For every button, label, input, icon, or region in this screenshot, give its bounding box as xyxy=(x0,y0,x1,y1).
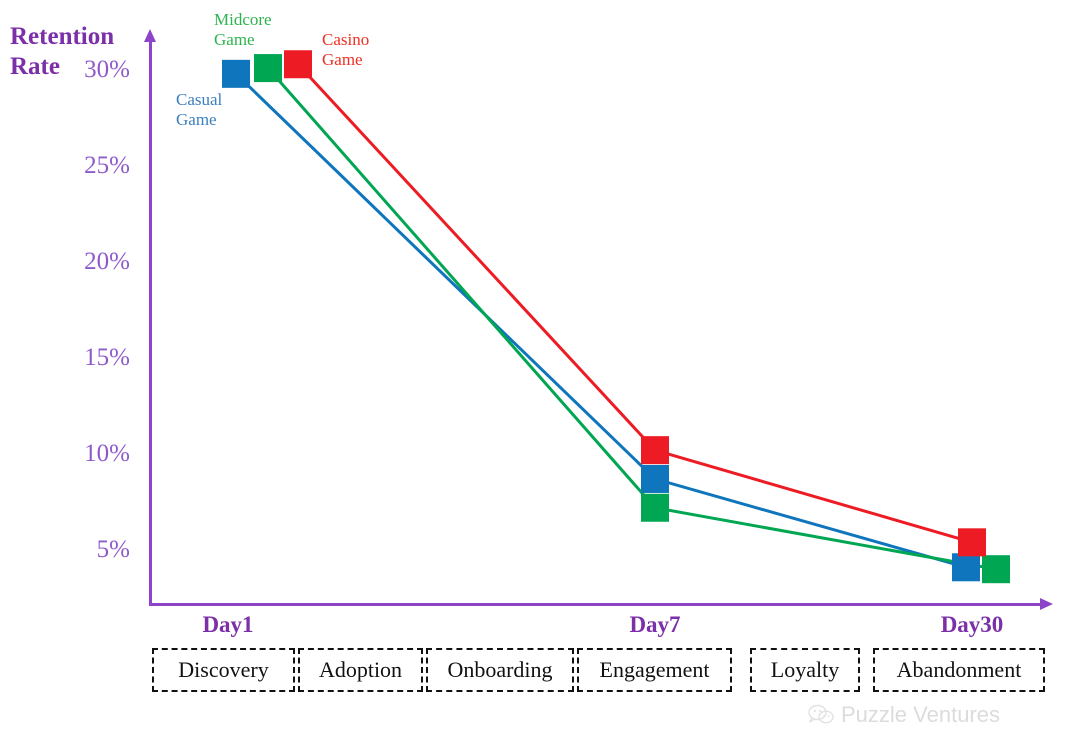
y-axis-title-line1: Retention xyxy=(10,23,115,50)
x-tick-label-day7: Day7 xyxy=(629,612,681,637)
series-label-casino: Casino Game xyxy=(322,30,370,69)
x-axis-arrow-icon xyxy=(1040,598,1053,610)
stage-label: Onboarding xyxy=(447,657,553,682)
data-point-marker[interactable] xyxy=(982,555,1010,584)
y-axis-arrow-icon xyxy=(144,29,156,42)
data-point-marker[interactable] xyxy=(254,54,282,83)
series-line-casual-game xyxy=(234,72,967,569)
data-point-marker[interactable] xyxy=(641,436,669,465)
stage-box-discovery[interactable]: Discovery xyxy=(152,648,295,692)
x-tick-label-day1: Day1 xyxy=(202,612,254,637)
stage-box-abandonment[interactable]: Abandonment xyxy=(873,648,1045,692)
stage-box-engagement[interactable]: Engagement xyxy=(577,648,732,692)
stage-label: Engagement xyxy=(599,657,710,682)
data-point-marker[interactable] xyxy=(958,528,986,557)
series-label-midcore: Midcore Game xyxy=(214,10,272,49)
stage-label: Abandonment xyxy=(896,657,1022,682)
x-tick-label-day30: Day30 xyxy=(940,612,1004,637)
y-tick-label-30: 30% xyxy=(84,56,130,83)
stage-label: Loyalty xyxy=(770,657,840,682)
y-tick-label-10: 10% xyxy=(84,440,130,467)
watermark-text: Puzzle Ventures xyxy=(841,702,1000,727)
y-tick-label-25: 25% xyxy=(84,152,130,179)
series-label-casual: Casual Game xyxy=(176,90,223,129)
stage-label: Adoption xyxy=(318,657,403,682)
y-tick-label-5: 5% xyxy=(96,536,130,563)
stage-box-adoption[interactable]: Adoption xyxy=(298,648,423,692)
data-point-marker[interactable] xyxy=(641,493,669,522)
wechat-icon xyxy=(808,704,834,726)
y-tick-label-20: 20% xyxy=(84,248,130,275)
y-tick-label-15: 15% xyxy=(84,344,130,371)
x-axis-line xyxy=(149,603,1045,606)
stage-box-loyalty[interactable]: Loyalty xyxy=(750,648,860,692)
data-point-marker[interactable] xyxy=(284,50,312,79)
series-line-midcore-game xyxy=(266,67,997,571)
data-point-marker[interactable] xyxy=(952,553,980,582)
y-axis-title: Retention Rate xyxy=(10,22,135,82)
stage-boxes: Discovery Adoption Onboarding Engagement… xyxy=(0,648,1080,696)
data-point-marker[interactable] xyxy=(641,464,669,493)
series-line-casino-game xyxy=(296,63,973,544)
stage-box-onboarding[interactable]: Onboarding xyxy=(426,648,574,692)
data-point-marker[interactable] xyxy=(222,59,250,88)
y-axis-line xyxy=(149,40,152,606)
stage-label: Discovery xyxy=(178,657,269,682)
y-axis-title-line2: Rate xyxy=(10,53,60,80)
watermark: Puzzle Ventures xyxy=(808,702,1000,728)
